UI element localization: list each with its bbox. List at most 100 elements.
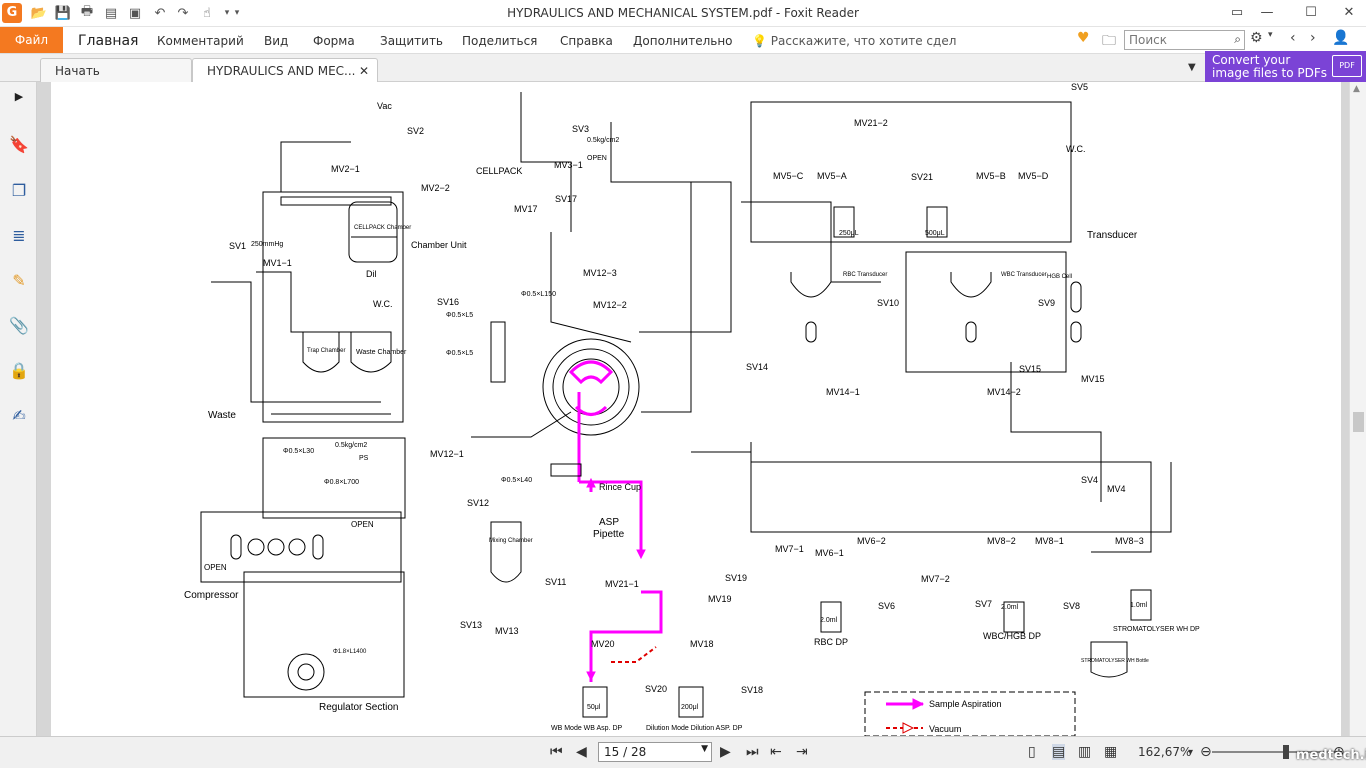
label-mv4: MV4	[1107, 484, 1126, 494]
label-mv3-1: MV3−1	[554, 160, 583, 170]
document-view[interactable]: Vac SV2 MV2−1 MV2−2 CELLPACK CELLPACK Ch…	[37, 82, 1349, 736]
label-compressor: Compressor	[184, 590, 239, 601]
file-tab[interactable]: Файл	[0, 27, 63, 53]
search-input[interactable]: Поиск ⌕	[1124, 30, 1245, 50]
zoom-slider-knob[interactable]	[1283, 745, 1289, 759]
label-sv5: SV5	[1071, 82, 1088, 92]
attachments-icon[interactable]: 📎	[9, 316, 29, 335]
tab-share[interactable]: Поделиться	[462, 34, 538, 48]
label-mv12-1: MV12−1	[430, 449, 464, 459]
label-mv6-2: MV6−2	[857, 536, 886, 546]
maximize-button[interactable]: ☐	[1305, 5, 1317, 20]
label-open-1: OPEN	[351, 520, 374, 529]
scroll-thumb[interactable]	[1353, 412, 1364, 432]
heart-icon[interactable]: ♥	[1077, 30, 1090, 46]
forward-icon[interactable]: ›	[1310, 30, 1316, 46]
tab-protect[interactable]: Защитить	[380, 34, 443, 48]
layers-icon[interactable]: ≣	[12, 226, 26, 245]
redo-icon[interactable]: ↷	[177, 5, 189, 21]
tab-document[interactable]: HYDRAULICS AND MEC...✕	[192, 58, 378, 82]
promo-banner[interactable]: Convert your image files to PDFs PDF	[1205, 51, 1366, 82]
label-mv19: MV19	[708, 594, 732, 604]
user-avatar-icon[interactable]: 👤	[1332, 30, 1350, 46]
label-vac: Vac	[377, 101, 392, 111]
facing-view-icon[interactable]: ▥	[1078, 744, 1092, 760]
next-page-icon[interactable]: ▶	[720, 744, 731, 760]
customize-toolbar-icon[interactable]: ▾	[234, 8, 240, 18]
last-page-icon[interactable]: ⏭	[746, 744, 759, 760]
zoom-slider-track[interactable]	[1212, 751, 1338, 753]
next-view-icon[interactable]: ⇥	[796, 744, 808, 760]
close-button[interactable]: ✕	[1343, 5, 1355, 20]
label-regulator-section: Regulator Section	[319, 702, 399, 713]
comments-icon[interactable]: ✎	[12, 271, 26, 290]
zoom-dropdown-icon[interactable]: ▾	[1188, 747, 1194, 758]
properties-icon[interactable]: ▤	[104, 5, 118, 21]
label-mv7-2: MV7−2	[921, 574, 950, 584]
tab-help[interactable]: Справка	[560, 34, 613, 48]
hand-tool-icon[interactable]: ☝	[203, 5, 211, 21]
previous-view-icon[interactable]: ⇤	[770, 744, 782, 760]
image-to-pdf-icon: PDF	[1332, 55, 1362, 77]
tab-start[interactable]: Начать	[40, 58, 192, 82]
label-sv7: SV7	[975, 599, 992, 609]
label-asp: ASP	[599, 517, 619, 528]
label-hgb-cell: HGB Cell	[1047, 274, 1072, 280]
tab-list-dropdown-icon[interactable]: ▼	[1188, 62, 1196, 73]
page-number-input[interactable]: 15 / 28▼	[598, 742, 712, 762]
minimize-button[interactable]: —	[1260, 5, 1274, 20]
zoom-out-icon[interactable]: ⊖	[1200, 744, 1212, 760]
single-page-view-icon[interactable]: ▯	[1028, 744, 1036, 760]
foxit-logo-icon[interactable]: G	[2, 3, 22, 23]
lightbulb-icon: 💡	[752, 34, 767, 48]
label-stromatolyser-bottle: STROMATOLYSER WH Bottle	[1081, 658, 1149, 664]
print-icon[interactable]: 🖶	[80, 4, 94, 19]
tab-view[interactable]: Вид	[264, 34, 289, 48]
save-icon[interactable]: 💾	[54, 5, 72, 21]
label-mv8-2: MV8−2	[987, 536, 1016, 546]
tell-me-text: Расскажите, что хотите сдел	[770, 34, 957, 48]
label-wb-mode: WB Mode WB Asp. DP	[551, 725, 623, 732]
back-icon[interactable]: ‹	[1290, 30, 1296, 46]
tab-home[interactable]: Главная	[78, 33, 139, 49]
page-thumbnails-icon[interactable]: ❐	[11, 181, 27, 200]
open-folder-icon[interactable]: 📂	[30, 5, 48, 21]
legend-vacuum: Vacuum	[929, 724, 961, 734]
hand-tool-dropdown-icon[interactable]: ▾	[224, 8, 230, 18]
label-rince-cup: Rince Cup	[599, 482, 641, 492]
quick-print-icon[interactable]: ▣	[128, 5, 142, 21]
signature-icon[interactable]: ✍	[12, 406, 26, 425]
security-lock-icon[interactable]: 🔒	[9, 361, 29, 380]
search-placeholder: Поиск	[1129, 33, 1168, 47]
previous-page-icon[interactable]: ◀	[576, 744, 587, 760]
tab-form[interactable]: Форма	[313, 34, 355, 48]
search-icon[interactable]: ⌕	[1234, 32, 1241, 46]
first-page-icon[interactable]: ⏮	[550, 744, 563, 760]
settings-gear-icon[interactable]: ⚙	[1250, 30, 1263, 46]
zoom-level[interactable]: 162,67%	[1138, 745, 1192, 759]
tab-extra[interactable]: Дополнительно	[633, 34, 733, 48]
label-mv21-2: MV21−2	[854, 118, 888, 128]
label-phi05-l5-b: Φ0.5×L5	[446, 350, 473, 357]
restore-ribbon-icon[interactable]: ▭	[1230, 5, 1244, 20]
settings-dropdown-icon[interactable]: ▾	[1268, 30, 1273, 40]
label-sv1: SV1	[229, 241, 246, 251]
label-rbc-dp: RBC DP	[814, 637, 848, 647]
label-mv5-b: MV5−B	[976, 171, 1006, 181]
tab-comment[interactable]: Комментарий	[157, 34, 244, 48]
label-cellpack: CELLPACK	[476, 166, 522, 176]
undo-icon[interactable]: ↶	[154, 5, 166, 21]
expand-panel-icon[interactable]: ▶	[14, 90, 24, 103]
tell-me-box[interactable]: 💡 Расскажите, что хотите сдел	[752, 27, 956, 53]
continuous-facing-view-icon[interactable]: ▦	[1104, 744, 1118, 760]
page-dropdown-icon[interactable]: ▼	[701, 744, 708, 754]
continuous-view-icon[interactable]: ▤	[1052, 744, 1066, 760]
bookmark-icon[interactable]: 🔖	[9, 135, 29, 154]
label-rbc-transducer: RBC Transducer	[843, 272, 887, 278]
zoom-in-icon[interactable]: ⊕	[1333, 744, 1345, 760]
scroll-up-icon[interactable]: ▲	[1353, 84, 1360, 94]
pdf-page: Vac SV2 MV2−1 MV2−2 CELLPACK CELLPACK Ch…	[51, 82, 1341, 736]
find-folder-icon[interactable]: 🗀	[1102, 33, 1116, 49]
vertical-scrollbar[interactable]: ▲	[1349, 82, 1366, 736]
close-tab-icon[interactable]: ✕	[358, 64, 369, 78]
